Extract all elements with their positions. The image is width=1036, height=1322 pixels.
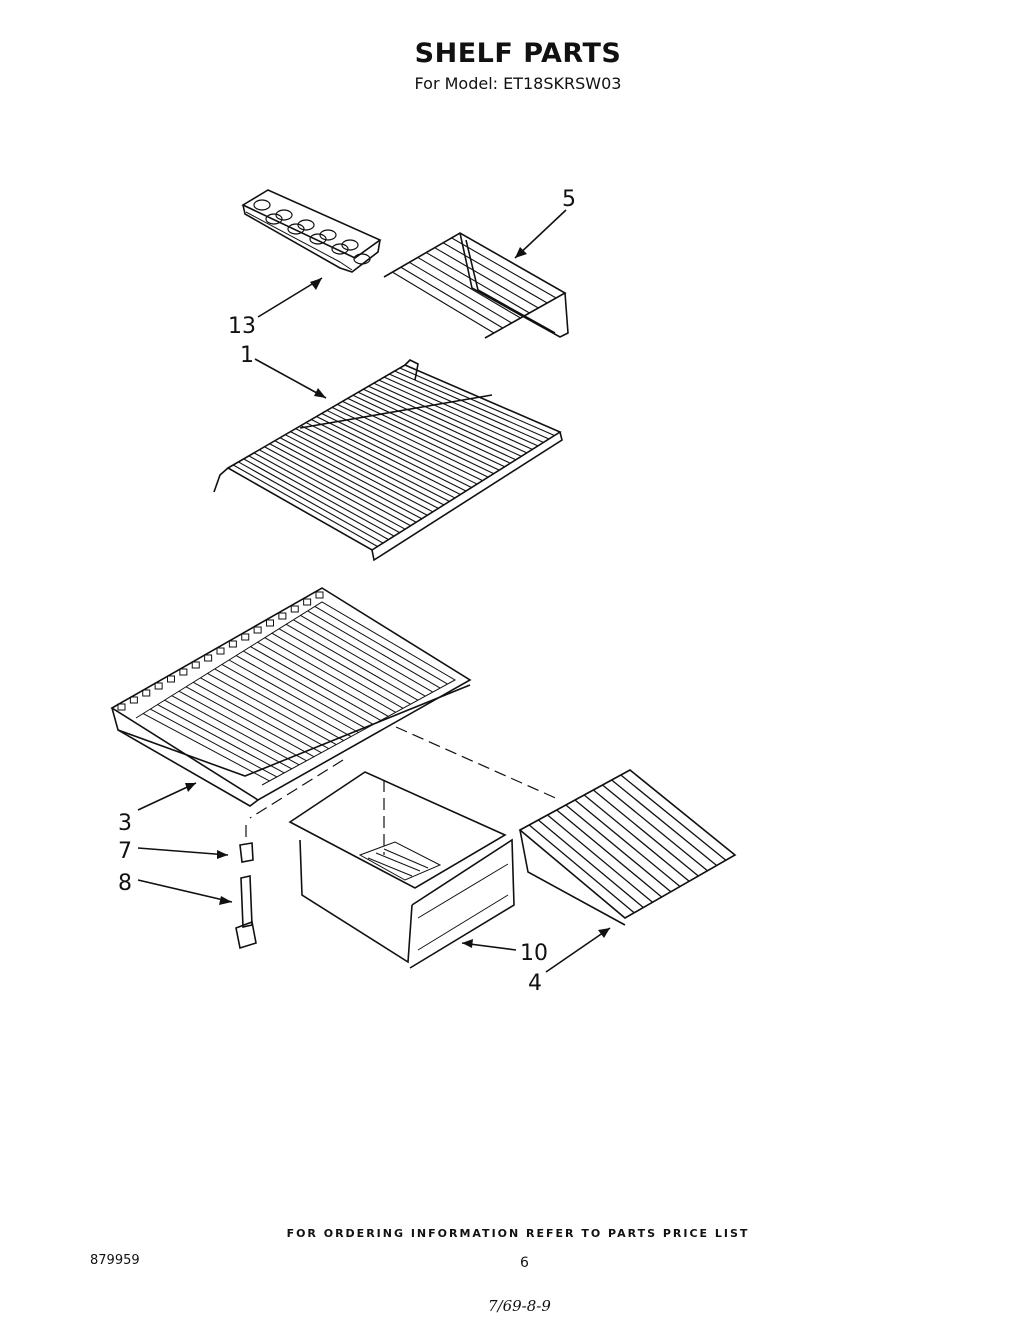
callout-10: 10 — [520, 941, 548, 966]
small-wire-shelf — [383, 232, 569, 339]
ice-tray — [241, 189, 382, 273]
callout-13: 13 — [228, 314, 256, 339]
callout-1: 1 — [240, 343, 254, 368]
page-title: SHELF PARTS — [414, 38, 622, 69]
callout-7: 7 — [118, 839, 132, 864]
callout-4: 4 — [528, 971, 542, 996]
page-number: 6 — [520, 1255, 529, 1271]
handwritten-code: 7/69-8-9 — [488, 1297, 551, 1315]
model-subtitle: For Model: ET18SKRSW03 — [414, 74, 622, 93]
hardware-parts — [235, 842, 257, 950]
crisper-cover-shelf — [110, 587, 472, 807]
callout-3: 3 — [118, 811, 132, 836]
leader-lines — [137, 209, 611, 973]
crisper-drawer — [288, 771, 515, 969]
wire-basket — [518, 769, 737, 926]
large-wire-shelf — [213, 359, 563, 562]
ordering-note: FOR ORDERING INFORMATION REFER TO PARTS … — [286, 1227, 750, 1240]
document-number: 879959 — [90, 1253, 140, 1268]
callout-5: 5 — [562, 187, 576, 212]
callout-8: 8 — [118, 871, 132, 896]
